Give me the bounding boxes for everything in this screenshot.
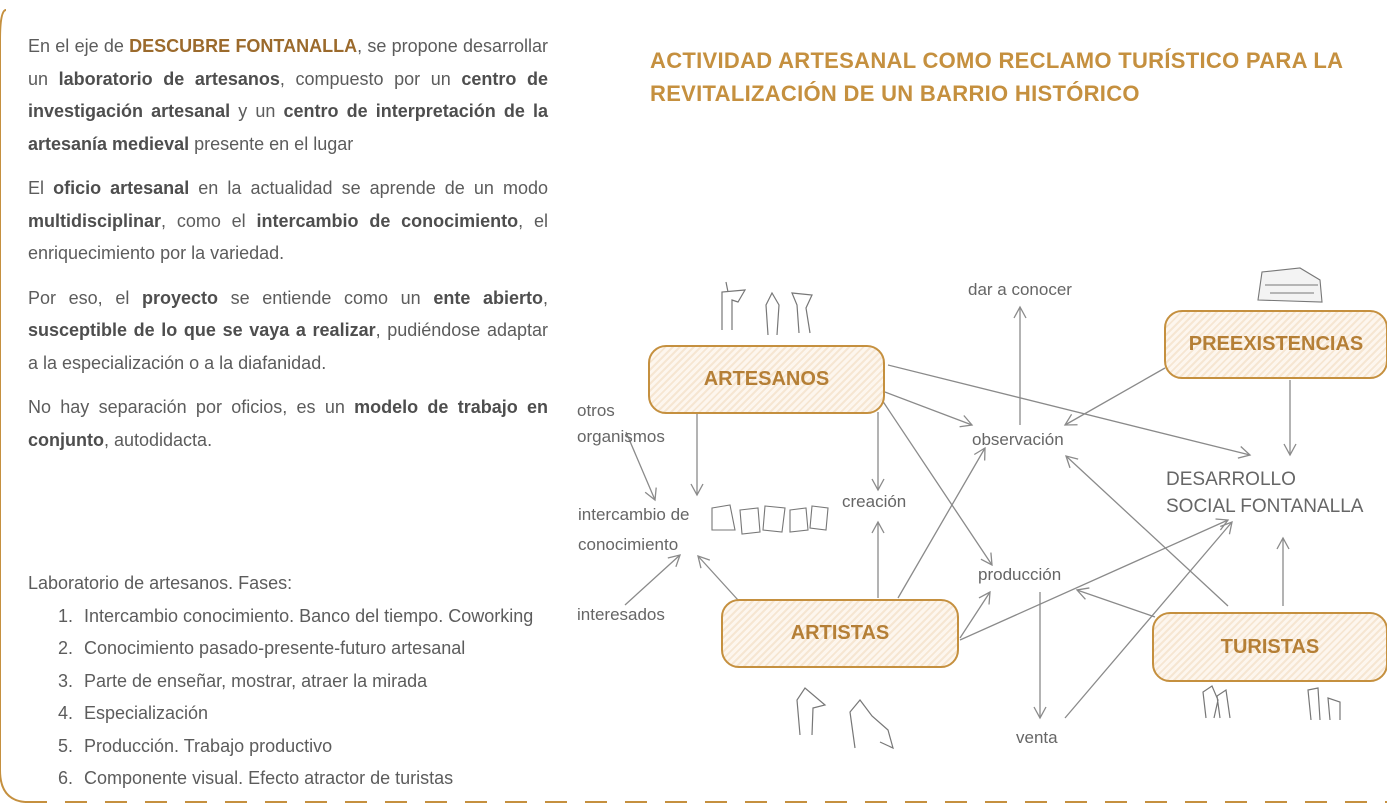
- node-preexistencias: PREEXISTENCIAS: [1164, 310, 1387, 379]
- paragraph-3: Por eso, el proyecto se entiende como un…: [28, 287, 548, 373]
- paragraph-2: El oficio artesanal en la actualidad se …: [28, 178, 548, 263]
- phases-list: Laboratorio de artesanos. Fases: Interca…: [28, 567, 588, 795]
- node-artesanos-label: ARTESANOS: [703, 368, 830, 390]
- label-desarrollo: DESARROLLO SOCIAL FONTANALLA: [1166, 469, 1364, 517]
- arrow: [959, 590, 991, 639]
- arrow: [1064, 520, 1233, 719]
- phase-item: Producción. Trabajo productivo: [78, 730, 588, 763]
- label-produccion: producción: [978, 565, 1062, 584]
- node-artistas: ARTISTAS: [721, 599, 959, 668]
- arrow: [881, 399, 993, 567]
- label-interesados: interesados: [577, 605, 665, 624]
- workshop-sketch-icon: [711, 504, 829, 535]
- ruins-sketch-icon: [1257, 267, 1323, 303]
- node-preexistencias-label: PREEXISTENCIAS: [1188, 333, 1364, 355]
- paragraph-4: No hay separación por oficios, es un mod…: [28, 397, 548, 450]
- arrow: [959, 518, 1230, 641]
- node-turistas-label: TURISTAS: [1220, 635, 1320, 658]
- arrow: [1075, 587, 1156, 618]
- phase-item: Parte de enseñar, mostrar, atraer la mir…: [78, 665, 588, 698]
- arrow: [625, 431, 657, 502]
- diagram-title: ACTIVIDAD ARTESANAL COMO RECLAMO TURÍSTI…: [650, 48, 1343, 106]
- phase-item: Especialización: [78, 697, 588, 730]
- people-sketch-icon: [721, 281, 1341, 750]
- node-artistas-label: ARTISTAS: [790, 622, 890, 644]
- node-artesanos: ARTESANOS: [648, 345, 885, 414]
- arrow: [1065, 455, 1229, 607]
- paragraph-1: En el eje de DESCUBRE FONTANALLA, se pro…: [28, 36, 549, 154]
- arrow: [897, 446, 986, 599]
- label-observacion: observación: [972, 430, 1064, 449]
- description-text: En el eje de DESCUBRE FONTANALLA, se pro…: [28, 30, 548, 468]
- label-venta: venta: [1016, 728, 1058, 747]
- label-creacion: creación: [842, 492, 907, 511]
- arrow: [887, 364, 1252, 459]
- phase-item: Intercambio conocimiento. Banco del tiem…: [78, 600, 588, 633]
- arrow: [884, 391, 974, 428]
- arrow: [1063, 367, 1166, 426]
- phase-item: Conocimiento pasado-presente-futuro arte…: [78, 632, 588, 665]
- arrow: [697, 554, 739, 601]
- phase-item: Componente visual. Efecto atractor de tu…: [78, 762, 588, 795]
- node-turistas: TURISTAS: [1152, 612, 1387, 682]
- label-otros-organismos: otros organismos: [577, 401, 665, 446]
- label-intercambio: intercambio de conocimiento: [578, 505, 690, 554]
- phases-heading: Laboratorio de artesanos. Fases:: [28, 573, 293, 593]
- arrow: [624, 554, 682, 606]
- label-dar-a-conocer: dar a conocer: [968, 280, 1072, 299]
